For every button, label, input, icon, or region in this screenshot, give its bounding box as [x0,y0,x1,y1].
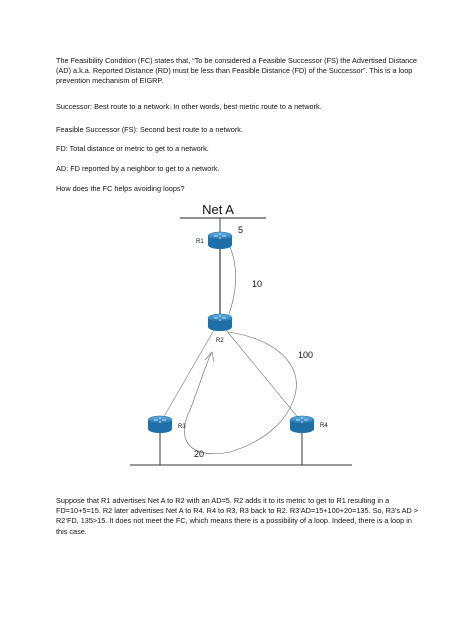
ad-definition: AD: FD reported by a neighbor to get to … [56,164,220,173]
loop-explanation-paragraph: Suppose that R1 advertises Net A to R2 w… [56,496,419,536]
loop-path [184,331,297,454]
router-r1 [207,231,233,249]
metric-r1-net-a: 5 [238,225,243,235]
link-r2-r3 [161,329,215,421]
router-r3 [147,415,173,433]
net-a-label: Net A [202,202,234,217]
successor-definition: Successor: Best route to a network. In o… [56,102,322,111]
metric-r2-r4: 100 [298,350,313,360]
router-r2-label: R2 [216,338,224,344]
router-r4 [289,415,315,433]
question-text: How does the FC helps avoiding loops? [56,184,185,193]
link-r2-r4 [225,329,301,421]
feasible-successor-definition: Feasible Successor (FS): Second best rou… [56,125,243,134]
loop-arrowhead [204,351,215,363]
router-r4-label: R4 [320,423,328,429]
path-r1-to-r2 [225,239,236,323]
router-r3-label: R3 [178,424,186,430]
router-r2 [207,313,233,331]
metric-r1-r2: 10 [252,279,262,289]
fd-definition: FD: Total distance or metric to get to a… [56,144,209,153]
metric-r3-r4: 20 [194,449,204,459]
fc-definition-paragraph: The Feasibility Condition (FC) states th… [56,56,417,86]
router-r1-label: R1 [196,239,204,245]
